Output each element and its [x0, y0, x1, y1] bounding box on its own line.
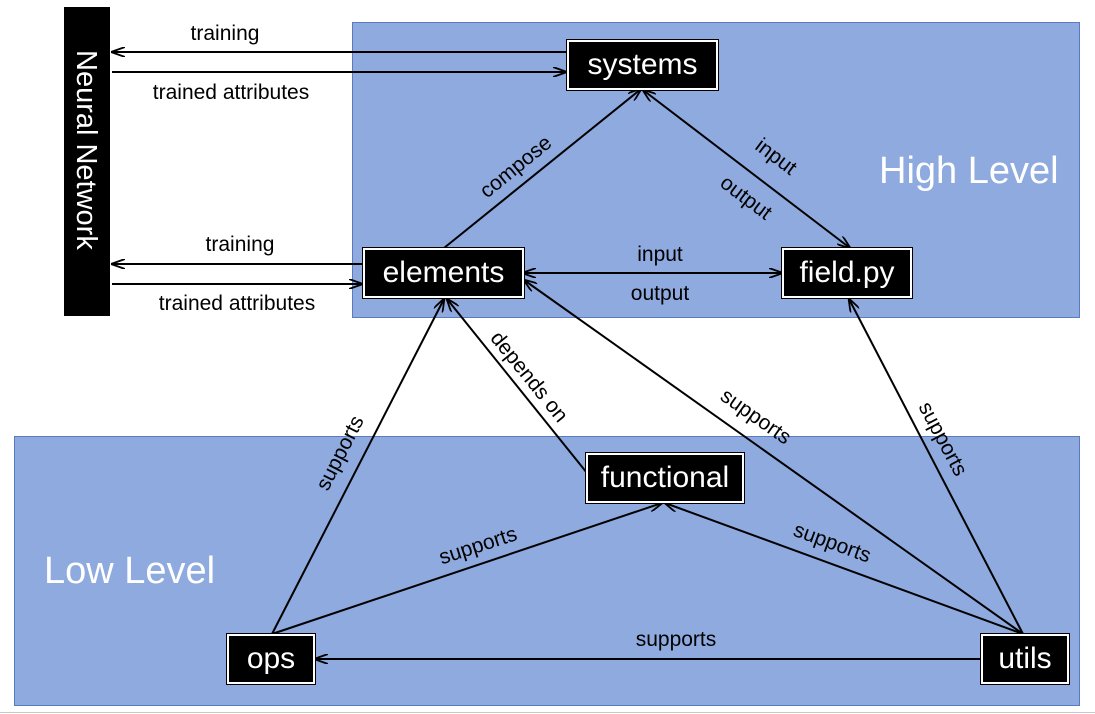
edge-compose: [443, 89, 641, 249]
node-ops: ops: [226, 633, 316, 685]
low-level-label: Low Level: [44, 550, 216, 592]
edge-depends-on: [447, 299, 588, 474]
node-systems: systems: [566, 39, 719, 91]
edge-label-supports-ops-elements: supports: [312, 412, 369, 494]
edge-systems-field: [643, 90, 850, 248]
edge-label-output-horiz: output: [631, 282, 690, 305]
edge-label-trained-bottom: trained attributes: [159, 292, 315, 315]
edge-label-depends-on: depends on: [486, 327, 573, 427]
edge-label-trained-top: trained attributes: [153, 81, 309, 104]
node-functional: functional: [585, 452, 745, 504]
edge-ops-elements: [271, 299, 444, 635]
low-level-region: [14, 436, 1080, 706]
edge-label-training-top: training: [191, 22, 260, 45]
node-utils: utils: [980, 633, 1070, 685]
edge-label-supports-ops-functional: supports: [436, 522, 520, 569]
edge-label-supports-utils-elements: supports: [716, 384, 795, 449]
neural-network-bar: [64, 7, 110, 316]
edge-label-training-bottom: training: [206, 233, 275, 256]
edge-label-supports-utils-ops: supports: [636, 628, 717, 651]
edge-utils-field: [849, 299, 1024, 635]
edge-label-output-diag: output: [716, 171, 777, 225]
node-elements: elements: [362, 247, 525, 299]
edge-ops-functional: [271, 503, 662, 635]
edge-label-supports-utils-functional: supports: [790, 518, 874, 567]
edge-label-input-horiz: input: [637, 243, 683, 266]
bottom-divider: [0, 712, 1095, 713]
edge-utils-elements: [524, 280, 1024, 635]
high-level-label: High Level: [879, 150, 1059, 192]
node-field-py: field.py: [781, 247, 913, 299]
edge-label-input-diag: input: [751, 134, 801, 180]
edge-utils-functional: [665, 503, 1024, 635]
